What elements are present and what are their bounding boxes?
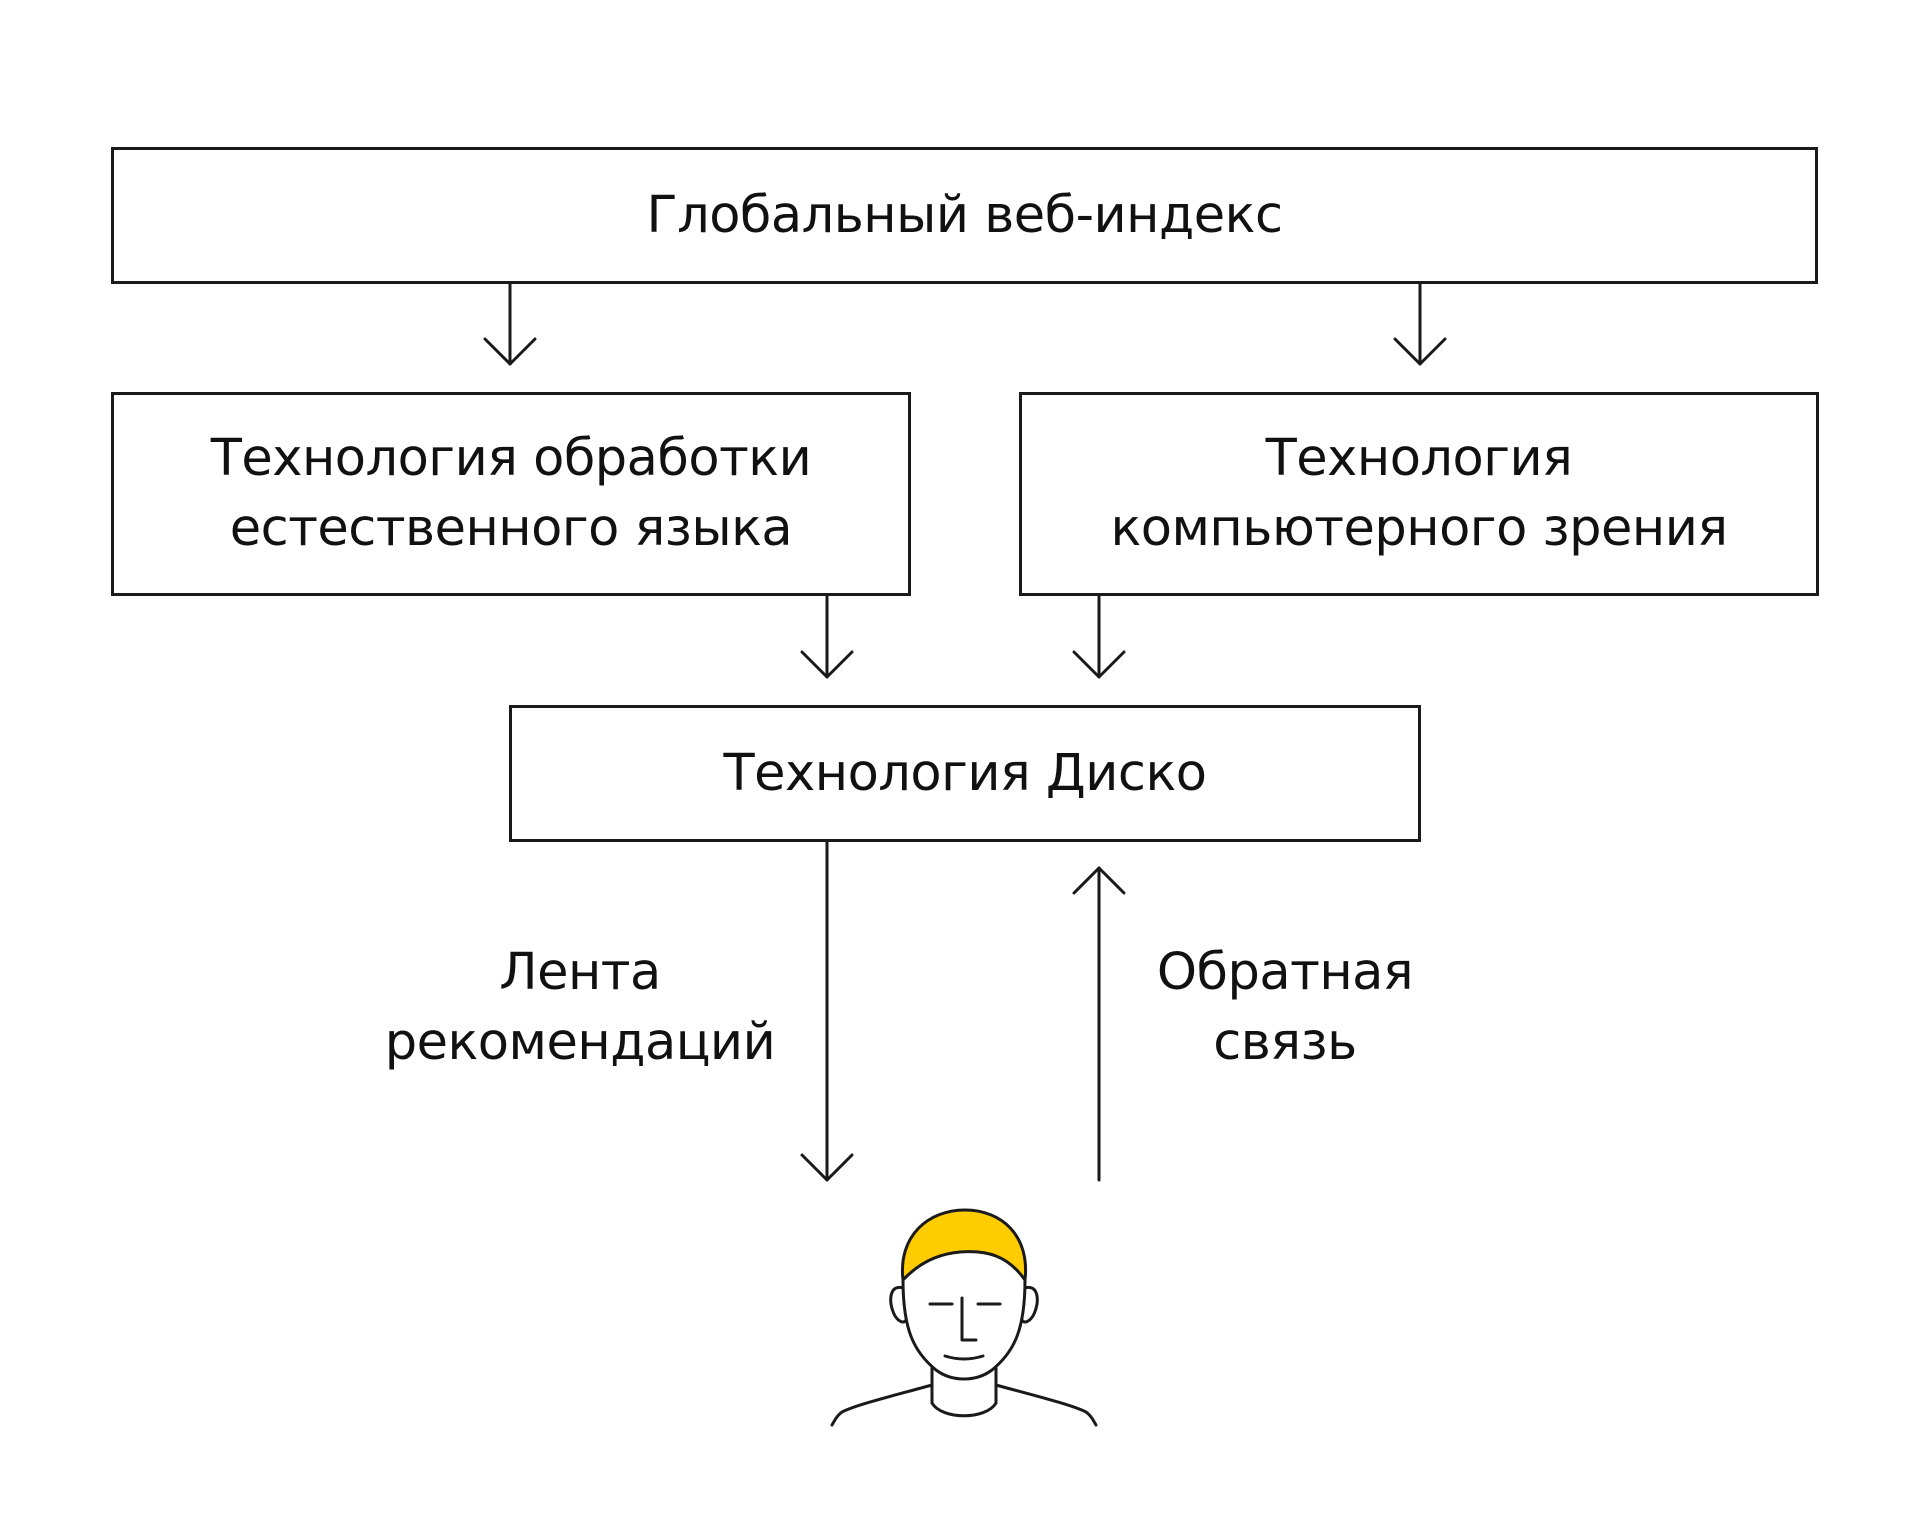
node-global-web-index-label: Глобальный веб-индекс <box>646 185 1284 245</box>
arrow-disco-to-user <box>800 840 854 1182</box>
node-disco-label: Технология Диско <box>723 743 1207 803</box>
person-icon <box>830 1208 1098 1427</box>
edge-label-feedback: Обратная связь <box>1120 938 1450 1078</box>
arrow-user-to-disco <box>1072 866 1126 1182</box>
node-computer-vision-technology: Технология компьютерного зрения <box>1019 392 1819 596</box>
node-cv-label-line-2: компьютерного зрения <box>1110 499 1728 558</box>
edge-label-feed-line-2: рекомендаций <box>384 1013 776 1072</box>
edge-label-feedback-line-2: связь <box>1213 1013 1357 1072</box>
node-nlp-label-line-1: Технология обработки <box>210 429 812 488</box>
arrow-cv-to-disco <box>1072 594 1126 679</box>
node-disco-technology: Технология Диско <box>509 705 1421 842</box>
node-nlp-label-line-2: естественного языка <box>229 499 793 558</box>
arrow-nlp-to-disco <box>800 594 854 679</box>
node-global-web-index: Глобальный веб-индекс <box>111 147 1818 284</box>
node-nlp-technology: Технология обработки естественного языка <box>111 392 911 596</box>
edge-label-feed-line-1: Лента <box>499 943 661 1002</box>
edge-label-recommendations-feed: Лента рекомендаций <box>380 938 780 1078</box>
arrow-index-to-cv <box>1393 282 1447 366</box>
node-cv-label-line-1: Технология <box>1265 429 1573 488</box>
edge-label-feedback-line-1: Обратная <box>1156 943 1414 1002</box>
arrow-index-to-nlp <box>483 282 537 366</box>
